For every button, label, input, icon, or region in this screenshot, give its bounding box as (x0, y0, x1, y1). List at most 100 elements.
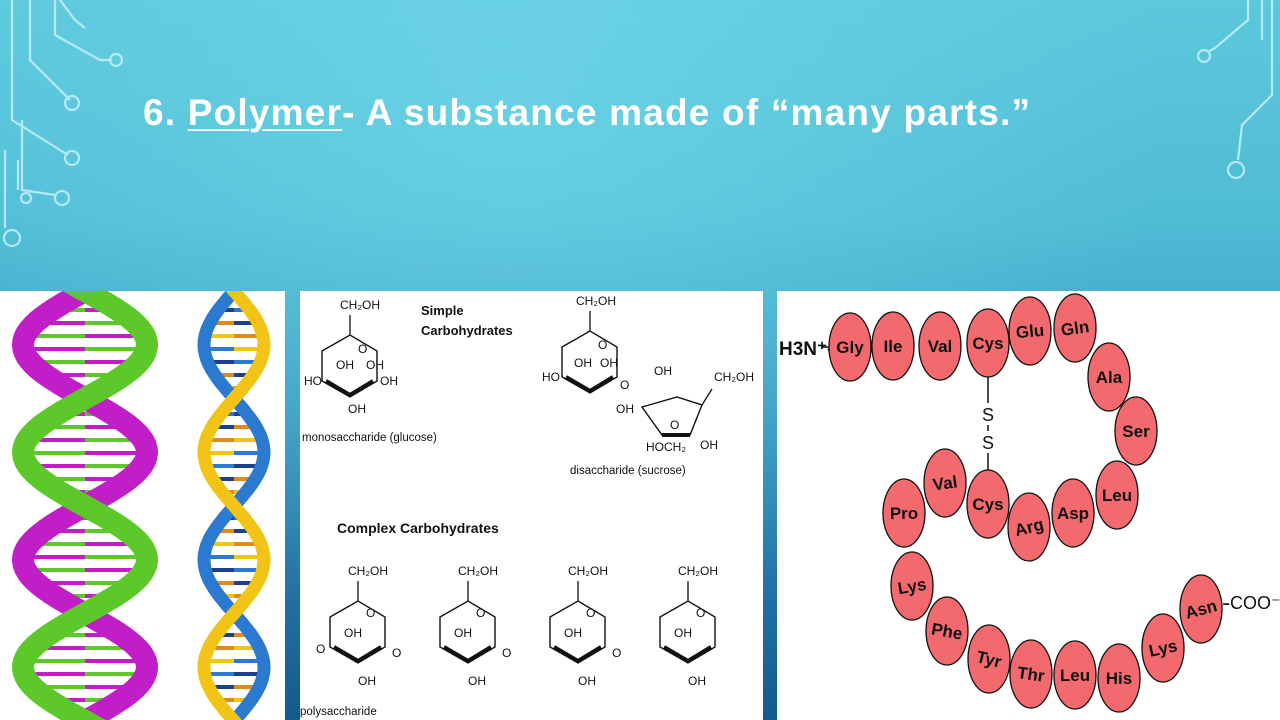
amino-acid-cys: Cys (966, 308, 1010, 378)
amino-acid-asp: Asp (1051, 478, 1095, 548)
svg-text:Glu: Glu (1015, 321, 1045, 342)
amino-acid-gly: Gly (828, 312, 872, 382)
sucrose-oh-label-4: OH (654, 364, 672, 378)
svg-text:Pro: Pro (890, 504, 918, 523)
amino-acid-lys: Lys (1141, 613, 1185, 683)
glucose-ch2oh-label: CH₂OH (340, 298, 380, 312)
sucrose-hoch2-label: HOCH₂ (646, 440, 686, 454)
carbohydrate-structures-image: CH₂OH O HO OH OH OH OH monosaccharide (g… (300, 291, 763, 720)
amino-acid-arg: Arg (1007, 492, 1051, 562)
title-number: 6. (143, 92, 177, 133)
sucrose-caption: disaccharide (sucrose) (570, 465, 686, 477)
poly-oh-label-1b: OH (358, 674, 376, 688)
svg-text:Thr: Thr (1016, 663, 1046, 686)
poly-oh-label-1a: OH (344, 626, 362, 640)
poly-link-o-label-3: O (612, 646, 621, 660)
simple-carbohydrates-heading-line1: Simple (421, 303, 464, 318)
poly-oh-label-2a: OH (454, 626, 472, 640)
disulfide-sulfur-1: S (982, 405, 994, 425)
dna-helix-right-strand-a (197, 291, 271, 720)
amino-acid-pro: Pro (882, 478, 926, 548)
svg-text:Gly: Gly (836, 338, 864, 357)
svg-text:Ile: Ile (884, 337, 903, 356)
glucose-ring-o-label: O (358, 342, 367, 356)
amino-acid-asn: Asn (1179, 574, 1223, 644)
poly-ch2oh-label-1: CH₂OH (348, 564, 388, 578)
poly-ch2oh-label-3: CH₂OH (568, 564, 608, 578)
svg-text:Ser: Ser (1122, 422, 1150, 441)
sucrose-furanose-o-label: O (670, 418, 679, 432)
sucrose-oh-label: OH (574, 356, 592, 370)
amino-acid-leu: Leu (1095, 460, 1139, 530)
sucrose-link-o-label: O (620, 378, 629, 392)
circuit-decoration-right (1196, 0, 1274, 180)
poly-oh-label-3a: OH (564, 626, 582, 640)
sucrose-ring-o-label: O (598, 338, 607, 352)
amino-acid-ser: Ser (1114, 396, 1158, 466)
svg-text:Asp: Asp (1057, 504, 1089, 523)
sucrose-oh-label-5: OH (700, 438, 718, 452)
polysaccharide-caption: polysaccharide (300, 706, 377, 718)
svg-text:Leu: Leu (1102, 486, 1132, 505)
svg-text:Lys: Lys (896, 575, 928, 599)
polysaccharide-unit-2: CH₂OH O OH OH O (438, 564, 511, 688)
svg-text:Cys: Cys (972, 495, 1003, 514)
amino-acid-cys: Cys (966, 469, 1010, 539)
polysaccharide-unit-1: CH₂OH O OH OH O O (316, 564, 401, 688)
amino-acid-gln: Gln (1053, 293, 1097, 363)
poly-ring-o-label-4: O (696, 606, 705, 620)
c-terminus-label: -COO⁻ (1224, 593, 1280, 613)
sucrose-ch2oh-label-2: CH₂OH (714, 370, 754, 384)
poly-oh-label-4b: OH (688, 674, 706, 688)
n-terminus-label: H3N⁺- (779, 339, 833, 360)
poly-oh-label-4a: OH (674, 626, 692, 640)
disulfide-sulfur-2: S (982, 433, 994, 453)
poly-ch2oh-label-4: CH₂OH (678, 564, 718, 578)
svg-text:Gln: Gln (1060, 317, 1091, 340)
svg-text:Val: Val (928, 337, 953, 356)
poly-ring-o-label-2: O (476, 606, 485, 620)
amino-acid-lys: Lys (890, 551, 934, 621)
glucose-oh-label: OH (336, 358, 354, 372)
glucose-caption: monosaccharide (glucose) (302, 432, 437, 444)
sucrose-oh-label-3: OH (616, 402, 634, 416)
poly-oh-label-3b: OH (578, 674, 596, 688)
amino-acid-val: Val (923, 448, 967, 518)
circuit-decoration-left (2, 0, 124, 248)
poly-ring-o-label-1: O (366, 606, 375, 620)
title-definition: - A substance made of “many parts.” (342, 92, 1032, 133)
glucose-structure: CH₂OH O HO OH OH OH OH (304, 298, 398, 416)
amino-acid-val: Val (918, 311, 962, 381)
simple-carbohydrates-heading-line2: Carbohydrates (421, 323, 513, 338)
svg-text:His: His (1106, 669, 1132, 688)
polysaccharide-unit-4: CH₂OH O OH OH (658, 564, 718, 688)
complex-carbohydrates-heading: Complex Carbohydrates (337, 520, 499, 536)
poly-link-o-label-2: O (502, 646, 511, 660)
amino-acid-ala: Ala (1087, 342, 1131, 412)
sucrose-structure: CH₂OH O HO OH OH O OH O OH CH₂OH HOCH₂ O… (542, 294, 754, 454)
slide-title: 6. Polymer- A substance made of “many pa… (143, 92, 1031, 134)
svg-text:Ala: Ala (1096, 368, 1123, 387)
poly-start-o-label: O (316, 642, 325, 656)
sucrose-ho-label: HO (542, 370, 560, 384)
dna-helix-image (0, 291, 285, 720)
amino-acid-tyr: Tyr (967, 624, 1011, 694)
svg-text:Val: Val (932, 472, 959, 494)
amino-acid-leu: Leu (1053, 640, 1097, 710)
poly-oh-label-2b: OH (468, 674, 486, 688)
glucose-ho-label: HO (304, 374, 322, 388)
poly-link-o-label-1: O (392, 646, 401, 660)
title-term: Polymer (187, 92, 343, 133)
poly-ring-o-label-3: O (586, 606, 595, 620)
dna-helix-left-strand-a (11, 291, 159, 720)
polysaccharide-unit-3: CH₂OH O OH OH O (548, 564, 621, 688)
amino-acid-glu: Glu (1008, 296, 1052, 366)
glucose-oh-label-4: OH (348, 402, 366, 416)
sucrose-oh-label-2: OH (600, 356, 618, 370)
glucose-oh-label-2: OH (380, 374, 398, 388)
amino-acid-ile: Ile (871, 311, 915, 381)
svg-text:Leu: Leu (1060, 666, 1090, 685)
amino-acid-his: His (1097, 643, 1141, 713)
